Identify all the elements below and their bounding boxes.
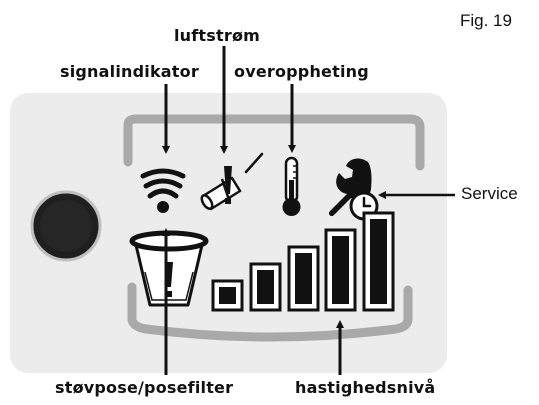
signal-indicator-label: signalindikator	[60, 62, 199, 81]
service-label: Service	[461, 184, 518, 203]
overheating-label: overoppheting	[234, 62, 369, 81]
speed-bar-5	[362, 211, 395, 312]
speed-bar-3	[287, 245, 320, 312]
speed-bar-4	[324, 228, 357, 312]
speed-level-label: hastighedsnivå	[295, 378, 436, 397]
top-indicator-bracket	[123, 114, 425, 171]
dust-bag-label: støvpose/posefilter	[55, 378, 234, 397]
speed-bar-1	[211, 279, 244, 312]
bottom-indicator-bracket	[127, 282, 413, 342]
wifi-signal-icon	[140, 168, 186, 213]
speed-level-bars	[211, 211, 395, 312]
thermometer-icon	[282, 156, 301, 216]
figure-label: Fig. 19	[460, 11, 512, 30]
wrench-clock-icon	[328, 158, 379, 221]
dust-bag-warning-icon	[129, 230, 209, 307]
airflow-blocked-icon	[200, 152, 264, 211]
power-button-face	[40, 200, 92, 252]
airflow-label: luftstrøm	[174, 26, 261, 45]
speed-bar-2	[249, 262, 282, 312]
